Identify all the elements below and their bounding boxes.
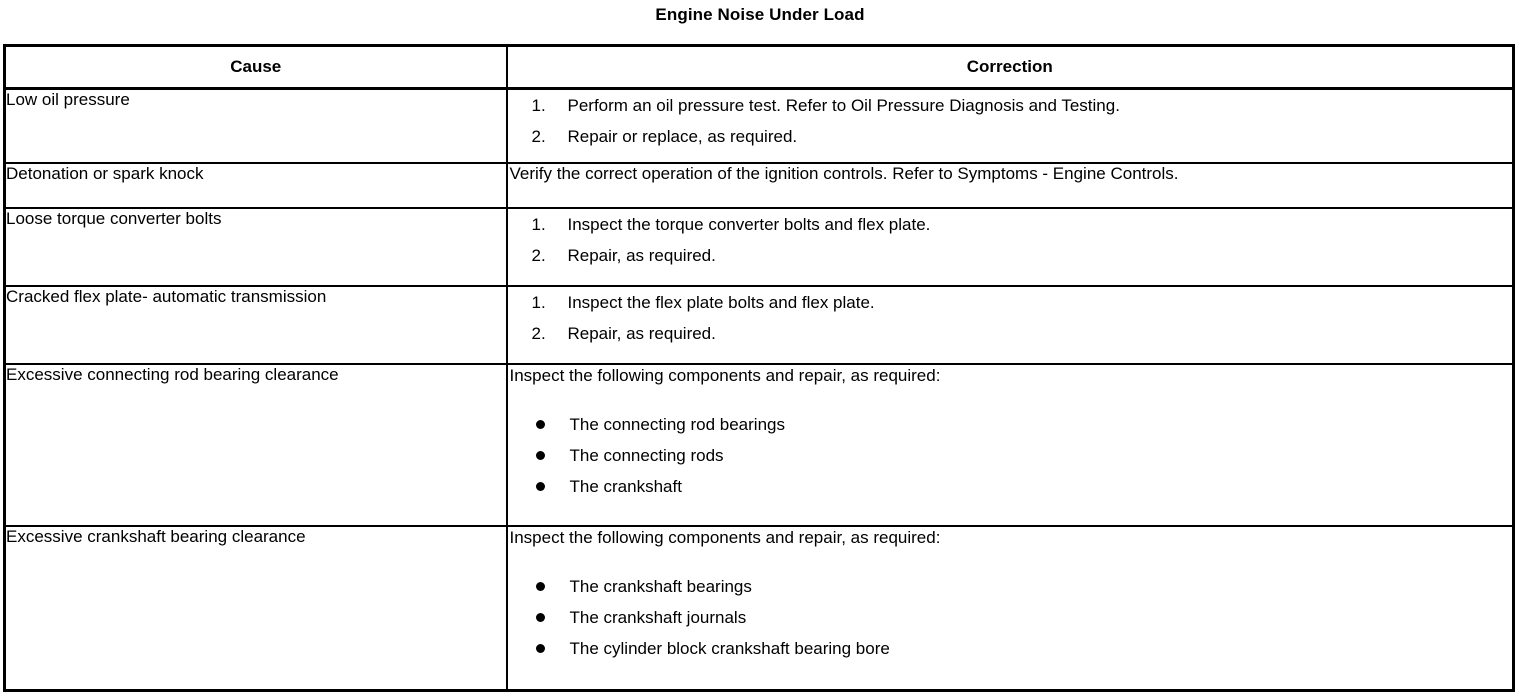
correction-cell: Inspect the following components and rep… bbox=[505, 363, 1515, 527]
list-item-text: The connecting rod bearings bbox=[569, 415, 785, 434]
list-item-number: 1. bbox=[531, 215, 546, 234]
correction-cell: Verify the correct operation of the igni… bbox=[505, 162, 1515, 209]
list-item-text: Inspect the flex plate bolts and flex pl… bbox=[567, 293, 875, 312]
numbered-list: 1. Perform an oil pressure test. Refer t… bbox=[508, 90, 1513, 152]
list-item-text: Perform an oil pressure test. Refer to O… bbox=[567, 96, 1120, 115]
cause-cell: Cracked flex plate- automatic transmissi… bbox=[3, 285, 508, 365]
list-item-text: Repair or replace, as required. bbox=[567, 127, 798, 146]
cause-cell: Low oil pressure bbox=[3, 87, 508, 164]
list-item-text: The crankshaft bearings bbox=[569, 577, 752, 596]
list-item-text: Repair, as required. bbox=[567, 324, 716, 343]
bulleted-list: The connecting rod bearings The connecti… bbox=[508, 409, 1513, 502]
list-item: 1. Inspect the flex plate bolts and flex… bbox=[508, 287, 1513, 318]
correction-text: Verify the correct operation of the igni… bbox=[509, 164, 1179, 183]
cause-cell: Loose torque converter bolts bbox=[3, 207, 508, 287]
list-item: The connecting rods bbox=[508, 440, 1513, 471]
bullet-icon bbox=[535, 581, 545, 591]
table-body: Low oil pressure 1. Perform an oil press… bbox=[3, 87, 1515, 692]
bullet-icon bbox=[535, 612, 545, 622]
list-item-text: Inspect the torque converter bolts and f… bbox=[567, 215, 931, 234]
list-item: 1. Perform an oil pressure test. Refer t… bbox=[508, 90, 1513, 121]
bullet-icon bbox=[535, 643, 545, 653]
bullet-icon bbox=[535, 481, 545, 491]
correction-cell: 1. Perform an oil pressure test. Refer t… bbox=[505, 87, 1515, 164]
bullet-icon bbox=[535, 419, 545, 429]
list-item-text: Repair, as required. bbox=[567, 246, 716, 265]
list-item-text: The crankshaft bbox=[569, 477, 682, 496]
list-item: The crankshaft journals bbox=[508, 602, 1513, 633]
table-row: Cracked flex plate- automatic transmissi… bbox=[3, 285, 1515, 365]
bulleted-list: The crankshaft bearings The crankshaft j… bbox=[508, 571, 1513, 664]
correction-intro: Inspect the following components and rep… bbox=[509, 528, 941, 547]
list-item-text: The crankshaft journals bbox=[569, 608, 747, 627]
diagnostic-table: Cause Correction Low oil pressure 1. Per… bbox=[3, 44, 1515, 692]
list-item: 1. Inspect the torque converter bolts an… bbox=[508, 209, 1513, 240]
list-item-number: 1. bbox=[531, 96, 546, 115]
numbered-list: 1. Inspect the torque converter bolts an… bbox=[508, 209, 1513, 271]
table-header-row: Cause Correction bbox=[3, 44, 1515, 90]
cause-cell: Detonation or spark knock bbox=[3, 162, 508, 209]
table-row: Detonation or spark knock Verify the cor… bbox=[3, 162, 1515, 209]
list-item: The cylinder block crankshaft bearing bo… bbox=[508, 633, 1513, 664]
list-item: The crankshaft bbox=[508, 471, 1513, 502]
page-title: Engine Noise Under Load bbox=[655, 5, 865, 24]
table-row: Excessive connecting rod bearing clearan… bbox=[3, 363, 1515, 527]
list-item-text: The connecting rods bbox=[569, 446, 724, 465]
column-header-correction: Correction bbox=[505, 44, 1515, 90]
cause-cell: Excessive crankshaft bearing clearance bbox=[3, 525, 508, 692]
list-item: 2. Repair, as required. bbox=[508, 240, 1513, 271]
list-item-text: The cylinder block crankshaft bearing bo… bbox=[569, 639, 890, 658]
list-item-number: 2. bbox=[531, 324, 546, 343]
list-item: The crankshaft bearings bbox=[508, 571, 1513, 602]
list-item: 2. Repair, as required. bbox=[508, 318, 1513, 349]
table-row: Excessive crankshaft bearing clearance I… bbox=[3, 525, 1515, 692]
correction-intro: Inspect the following components and rep… bbox=[509, 366, 941, 385]
column-header-cause: Cause bbox=[3, 44, 508, 90]
correction-cell: 1. Inspect the torque converter bolts an… bbox=[505, 207, 1515, 287]
table-row: Low oil pressure 1. Perform an oil press… bbox=[3, 87, 1515, 164]
correction-cell: 1. Inspect the flex plate bolts and flex… bbox=[505, 285, 1515, 365]
correction-cell: Inspect the following components and rep… bbox=[505, 525, 1515, 692]
numbered-list: 1. Inspect the flex plate bolts and flex… bbox=[508, 287, 1513, 349]
bullet-icon bbox=[535, 450, 545, 460]
table-row: Loose torque converter bolts 1. Inspect … bbox=[3, 207, 1515, 287]
table-header: Cause Correction bbox=[3, 44, 1515, 90]
list-item-number: 2. bbox=[531, 246, 546, 265]
cause-cell: Excessive connecting rod bearing clearan… bbox=[3, 363, 508, 527]
list-item: 2. Repair or replace, as required. bbox=[508, 121, 1513, 152]
list-item-number: 1. bbox=[531, 293, 546, 312]
list-item: The connecting rod bearings bbox=[508, 409, 1513, 440]
list-item-number: 2. bbox=[531, 127, 546, 146]
